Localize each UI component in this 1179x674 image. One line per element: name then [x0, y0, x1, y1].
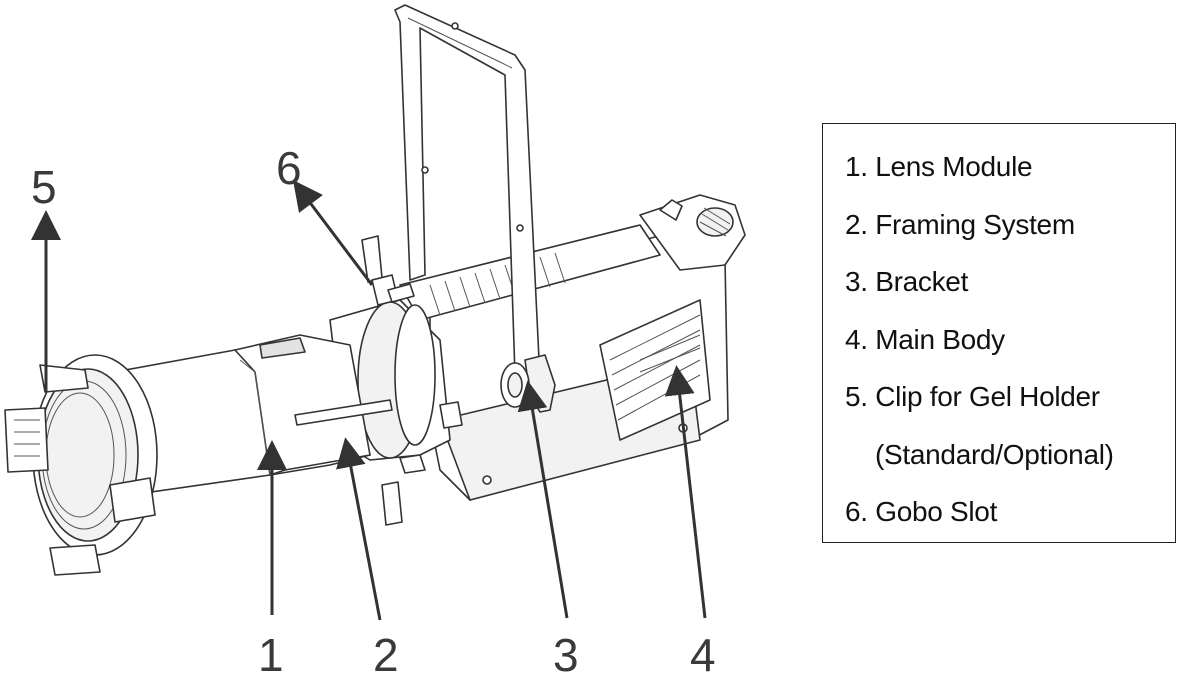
legend-item-bracket: 3. Bracket	[845, 266, 969, 297]
arrow-4	[664, 365, 707, 619]
gel-holder-drawing	[4, 354, 158, 576]
arrow-6	[292, 180, 374, 286]
callout-number-4: 4	[690, 629, 716, 674]
callout-number-1: 1	[258, 629, 284, 674]
callout-arrows	[31, 180, 707, 621]
legend-item-framing-system: 2. Framing System	[845, 208, 1075, 240]
legend-item-gel-holder-clip: 5. Clip for Gel Holder	[845, 381, 1100, 412]
arrow-2	[336, 437, 382, 621]
arrow-3	[517, 380, 569, 619]
callout-number-6: 6	[276, 142, 302, 194]
legend-item-gel-holder-note: (Standard/Optional)	[875, 438, 1114, 470]
callout-number-5: 5	[31, 161, 57, 213]
callout-number-2: 2	[373, 629, 399, 674]
legend-item-lens-module: 1. Lens Module	[845, 151, 1033, 182]
callout-number-3: 3	[553, 629, 579, 674]
legend-item-gobo-slot: 6. Gobo Slot	[845, 496, 998, 527]
legend-box: 1. Lens Module 2. Framing System 3. Brac…	[822, 123, 1176, 543]
legend-item-main-body: 4. Main Body	[845, 323, 1005, 355]
